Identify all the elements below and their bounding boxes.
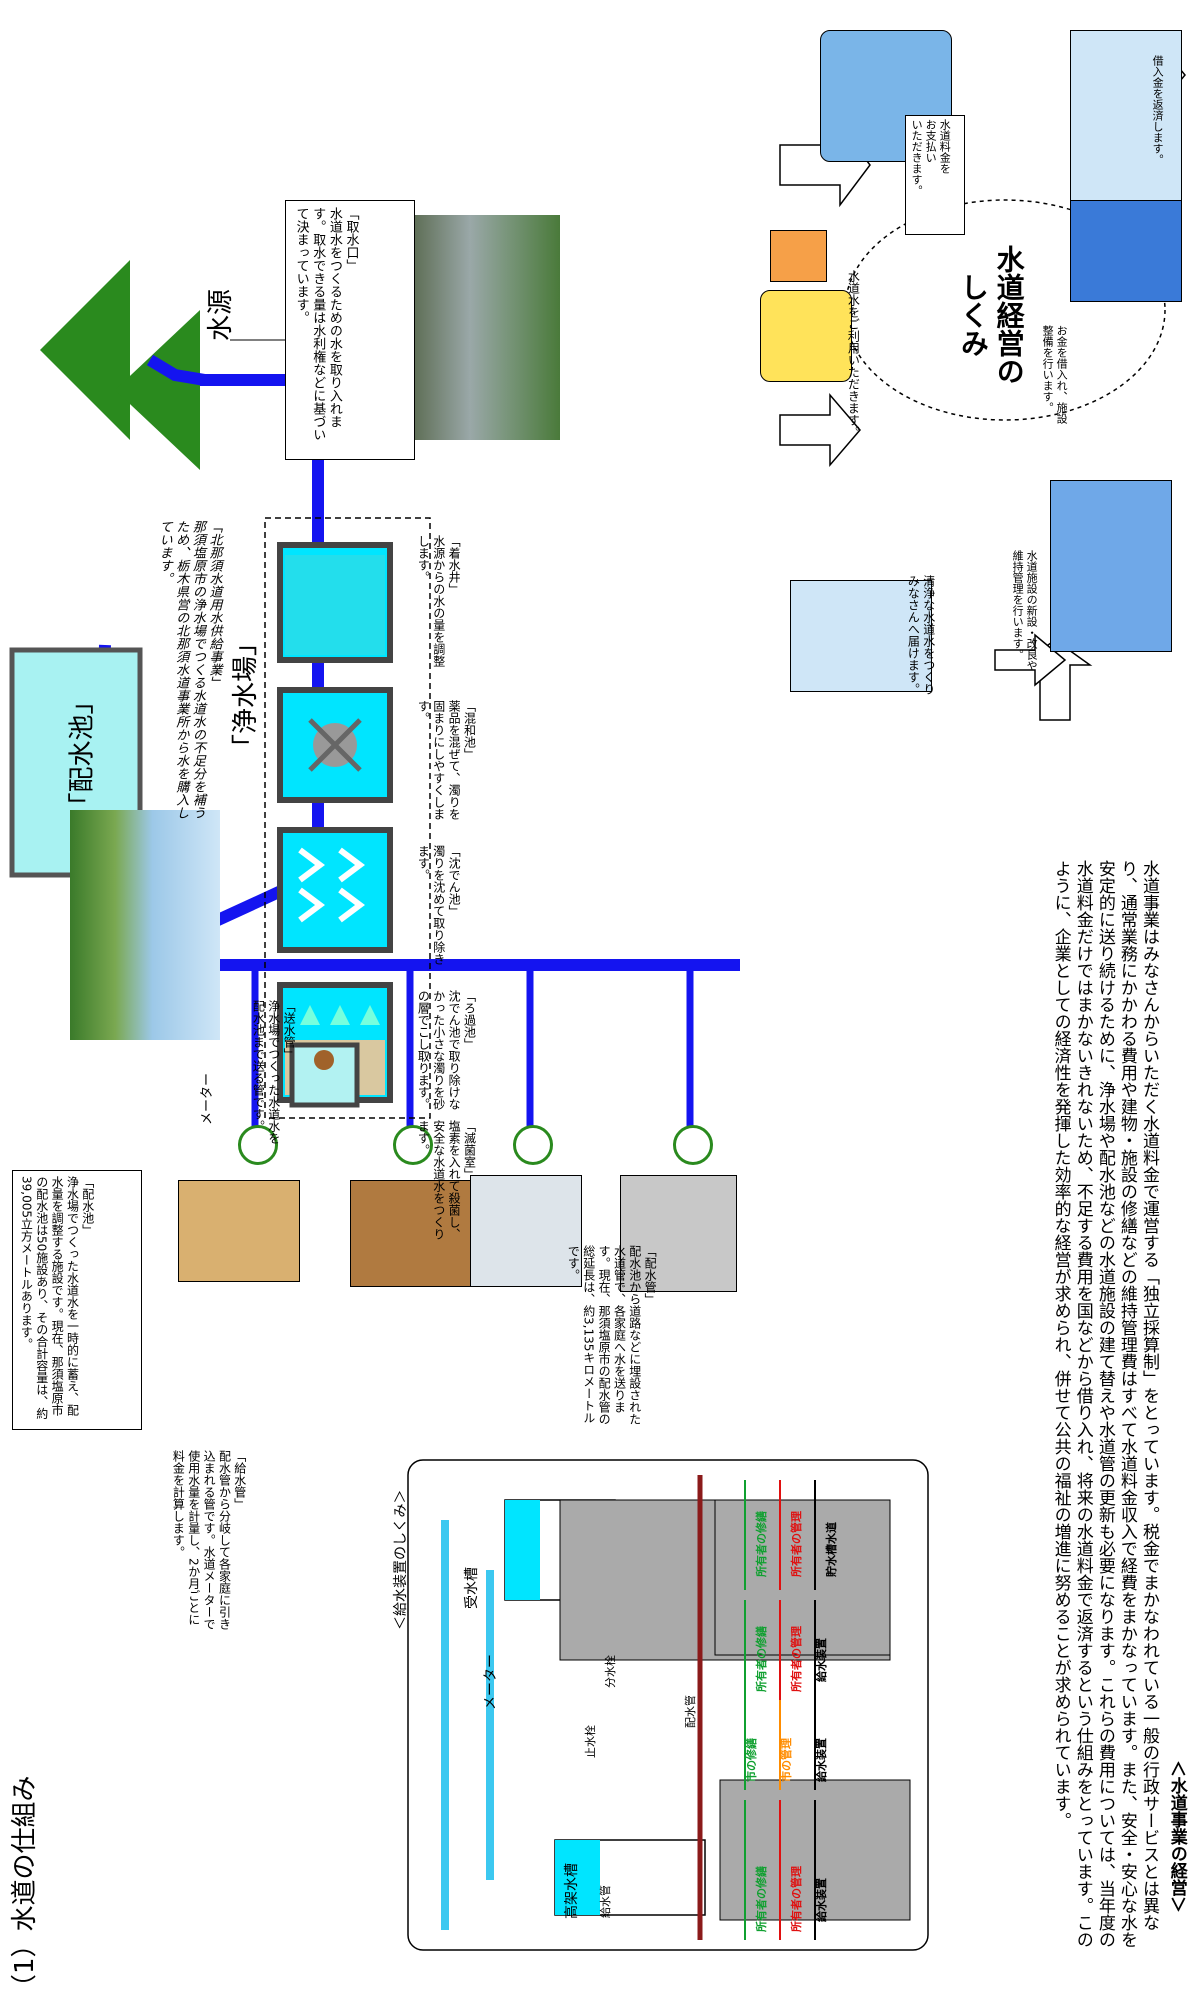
computer-worker-icon — [790, 580, 932, 692]
house-small-icon — [770, 230, 827, 282]
distribution-note: 「配水管」 配水池から道路などに埋設された水道管で、各家庭へ水を送ります。現在、… — [566, 1245, 658, 1425]
hospital-icon — [470, 1175, 582, 1287]
receiving-well — [277, 542, 393, 663]
plant-boundary — [264, 517, 431, 1119]
stop-valve-label: 止水栓 — [584, 1725, 597, 1758]
service-pipe-note: 「給水管」 配水管から分岐して各家庭に引き込まれる管です。水道メーターで使用水量… — [171, 1450, 247, 1630]
operation-heading: ＜水道事業の経営＞ — [1166, 1760, 1187, 1913]
supply-system-title: ＜給水装置のしくみ＞ — [393, 1489, 409, 1630]
intake-photo — [410, 215, 560, 440]
owner-mgmt-2: 市の管理 — [780, 1738, 793, 1782]
meter-icon — [673, 1125, 713, 1165]
transmission-note: 「送水管」 浄水場でつくった水道水を配水池まで送る管です。 — [251, 1000, 297, 1144]
settling-basin — [277, 827, 393, 953]
meter-label-supply: メーター — [483, 1654, 499, 1710]
cap-borrow: お金を借入れ、施設 整備を行います。 — [1041, 325, 1069, 424]
management-title: 水道経営の しくみ — [956, 245, 1026, 385]
meter-label: メーター — [200, 1073, 215, 1126]
people-icon — [760, 290, 852, 382]
step-disinfect: 「滅菌室」 塩素を入れて殺菌し、安全な水道水をつくります。 — [416, 1120, 477, 1240]
supply-pipe-label: 給水管 — [599, 1885, 612, 1918]
operation-body: 水道事業はみなさんからいただく水道料金で運営する「独立採算制」をとっています。税… — [1050, 860, 1159, 1948]
source-label: 水源 — [206, 289, 236, 342]
meter-icon — [238, 1125, 278, 1165]
pipe-worker-icon — [1050, 480, 1172, 652]
owner-repair-4: 所有者の修繕 — [755, 1511, 768, 1577]
owner-mgmt-3: 所有者の管理 — [790, 1626, 803, 1692]
house-icon — [178, 1180, 300, 1282]
purchase-note: 「北那須水道用水供給事業」 那須塩原市の浄水場でつくる水道水の不足分を補うため、… — [156, 520, 222, 819]
reservoir-label: 「配水池」 — [67, 688, 98, 819]
cap-build: 水道施設の新設・改良や 維持管理を行います。 — [1011, 550, 1039, 671]
mixing-basin — [277, 687, 393, 803]
owner-label-2: 給水装置 — [815, 1738, 828, 1782]
step-settle: 「沈でん池」 濁りを沈めて取り除きます。 — [416, 845, 462, 965]
step-receive: 「着水井」 水源からの水の量を調整します。 — [416, 535, 462, 667]
step-mix: 「混和池」 薬品を混ぜて、濁りを固まりにしやすくします。 — [416, 700, 477, 820]
receiving-tank-label: 受水槽 — [464, 1567, 480, 1609]
cap-repay: 借入金を返済します。 — [1151, 55, 1165, 165]
owner-label-1: 給水装置 — [815, 1878, 828, 1922]
meter-icon — [513, 1125, 553, 1165]
owner-mgmt-1: 所有者の管理 — [790, 1866, 803, 1932]
elevated-tank-label: 高架水槽 — [564, 1863, 580, 1919]
distribution-pipe-label: 配水管 — [684, 1695, 697, 1728]
disinfection-room — [289, 1042, 360, 1108]
bank-building-icon — [1070, 30, 1182, 202]
branch-valve-label: 分水栓 — [604, 1655, 617, 1688]
apartment-icon — [620, 1175, 737, 1292]
reservoir-note: 「配水池」 浄水場でつくった水道水を一時的に蓄え、配水量を調整する施設です。現在… — [12, 1170, 142, 1430]
owner-label-4: 貯水槽水道 — [825, 1522, 838, 1577]
mountain-icon — [40, 260, 200, 470]
owner-label-3: 給水装置 — [815, 1638, 828, 1682]
plant-label: 「浄水場」 — [231, 629, 261, 760]
intake-note: 「取水口」 水道水をつくるための水を取り入れます。取水できる量は水利権などに基づ… — [285, 200, 415, 460]
owner-repair-1: 所有者の修繕 — [755, 1866, 768, 1932]
step-filter: 「ろ過池」 沈でん池で取り除けなかった小さな濁りを砂の層でこし取ります。 — [416, 990, 477, 1110]
cap-use: 水道水をご利用いただきます。 — [846, 270, 861, 438]
owner-mgmt-4: 所有者の管理 — [790, 1511, 803, 1577]
cap-pay: 水道料金を お支払い いただきます。 — [905, 115, 965, 235]
official-icon — [1070, 200, 1182, 302]
meter-icon — [393, 1125, 433, 1165]
owner-repair-3: 所有者の修繕 — [755, 1626, 768, 1692]
water-tower-photo — [70, 810, 220, 1040]
owner-repair-2: 市の修繕 — [745, 1738, 758, 1782]
cap-deliver: 清浄な水道水をつくり みなさんへ届けます。 — [906, 575, 936, 695]
supply-system-box — [407, 1459, 929, 1951]
